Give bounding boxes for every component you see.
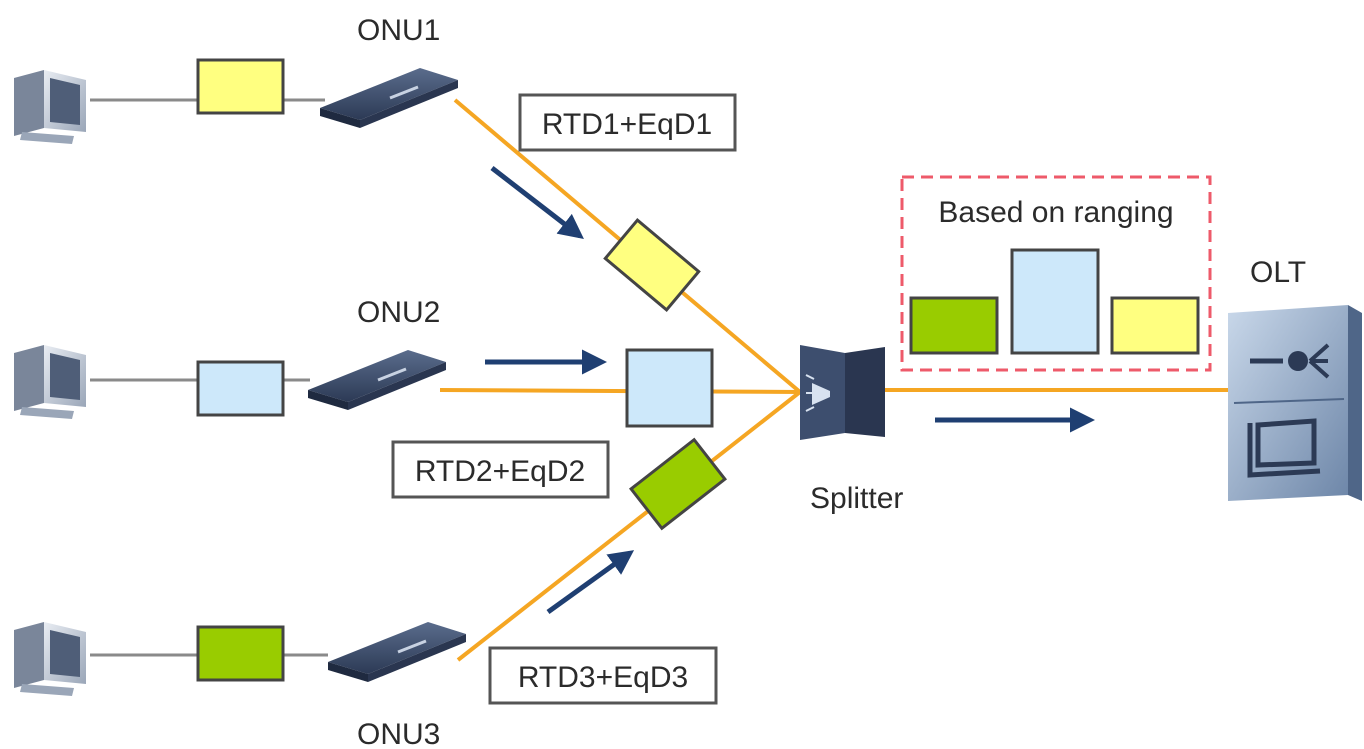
frame-onu2-in-transit [625,348,714,428]
ranged-frame-onu1 [1110,296,1200,355]
onu-device-icon [308,350,446,410]
splitter-label: Splitter [810,482,903,515]
frame-onu3-source [196,625,285,682]
fiber-onu3 [456,390,802,662]
ranging-label: Based on ranging [938,196,1173,229]
delay-label-2: RTD2+EqD2 [415,455,585,488]
frame-onu1-in-transit [603,218,701,312]
frame-onu1-source [196,58,285,115]
fiber-onu2 [439,388,801,394]
computer-icon [14,622,86,696]
onu3-label: ONU3 [357,718,440,749]
onu1-label: ONU1 [357,14,440,47]
onu2-label: ONU2 [357,296,440,329]
computer-icon [14,70,86,144]
frame-onu2-source [196,360,285,417]
olt-label: OLT [1250,256,1306,289]
delay-label-3: RTD3+EqD3 [518,661,688,694]
optical-splitter-icon [800,345,885,440]
onu-device-icon [328,622,466,682]
delay-box-3: RTD3+EqD3 [488,646,718,705]
arrow-onu3 [546,550,635,615]
arrow-onu1 [490,166,584,240]
delay-box-2: RTD2+EqD2 [391,440,610,499]
olt-device-icon [1228,305,1362,501]
ranged-frame-onu3 [909,296,999,355]
onu-device-icon [320,68,458,128]
ranging-box [900,175,1212,372]
delay-label-1: RTD1+EqD1 [542,108,712,141]
computer-icon [14,345,86,419]
upstream-arrows [485,166,1095,615]
frame-onu3-in-transit [628,437,728,531]
ranged-frame-onu2 [1010,248,1100,355]
delay-box-1: RTD1+EqD1 [518,93,737,152]
